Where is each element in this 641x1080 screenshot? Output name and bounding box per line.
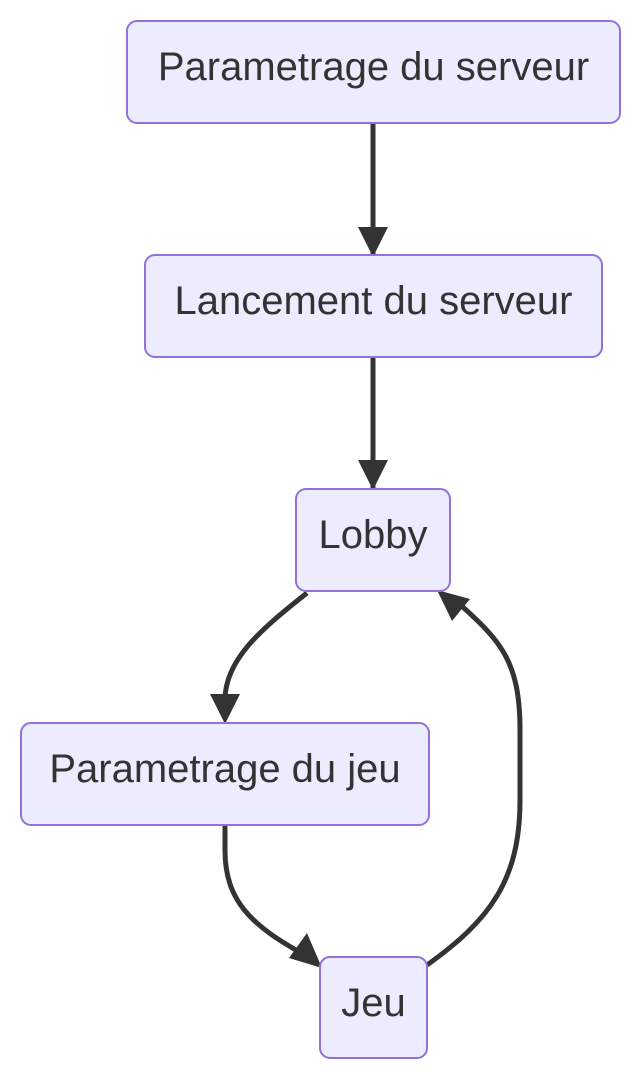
arrowhead-icon <box>289 933 322 968</box>
node-lobby: Lobby <box>295 488 451 592</box>
edge-line <box>222 591 309 710</box>
node-box <box>319 956 428 1059</box>
node-jeu: Jeu <box>319 956 428 1059</box>
arrowhead-icon <box>210 694 240 724</box>
node-label: Lancement du serveur <box>174 279 572 323</box>
edge-param-serveur-to-lancement-serveur <box>358 124 388 257</box>
edge-lobby-to-param-jeu <box>210 591 309 724</box>
node-box <box>20 722 430 826</box>
node-param-serveur: Parametrage du serveur <box>126 20 621 124</box>
node-label: Parametrage du jeu <box>49 747 400 791</box>
node-box <box>144 254 603 358</box>
node-box <box>295 488 451 592</box>
arrowhead-icon <box>437 590 470 621</box>
edge-line <box>425 598 523 968</box>
node-label: Lobby <box>319 513 428 557</box>
edge-jeu-to-lobby <box>425 590 523 968</box>
arrowhead-icon <box>358 460 388 490</box>
node-label: Parametrage du serveur <box>158 45 589 89</box>
edge-line <box>222 826 307 958</box>
node-param-jeu: Parametrage du jeu <box>20 722 430 826</box>
arrowhead-icon <box>358 227 388 257</box>
edge-lancement-serveur-to-lobby <box>358 357 388 490</box>
node-label: Jeu <box>341 981 406 1025</box>
node-lancement-serveur: Lancement du serveur <box>144 254 603 358</box>
edge-param-jeu-to-jeu <box>222 826 322 968</box>
node-box <box>126 20 621 124</box>
